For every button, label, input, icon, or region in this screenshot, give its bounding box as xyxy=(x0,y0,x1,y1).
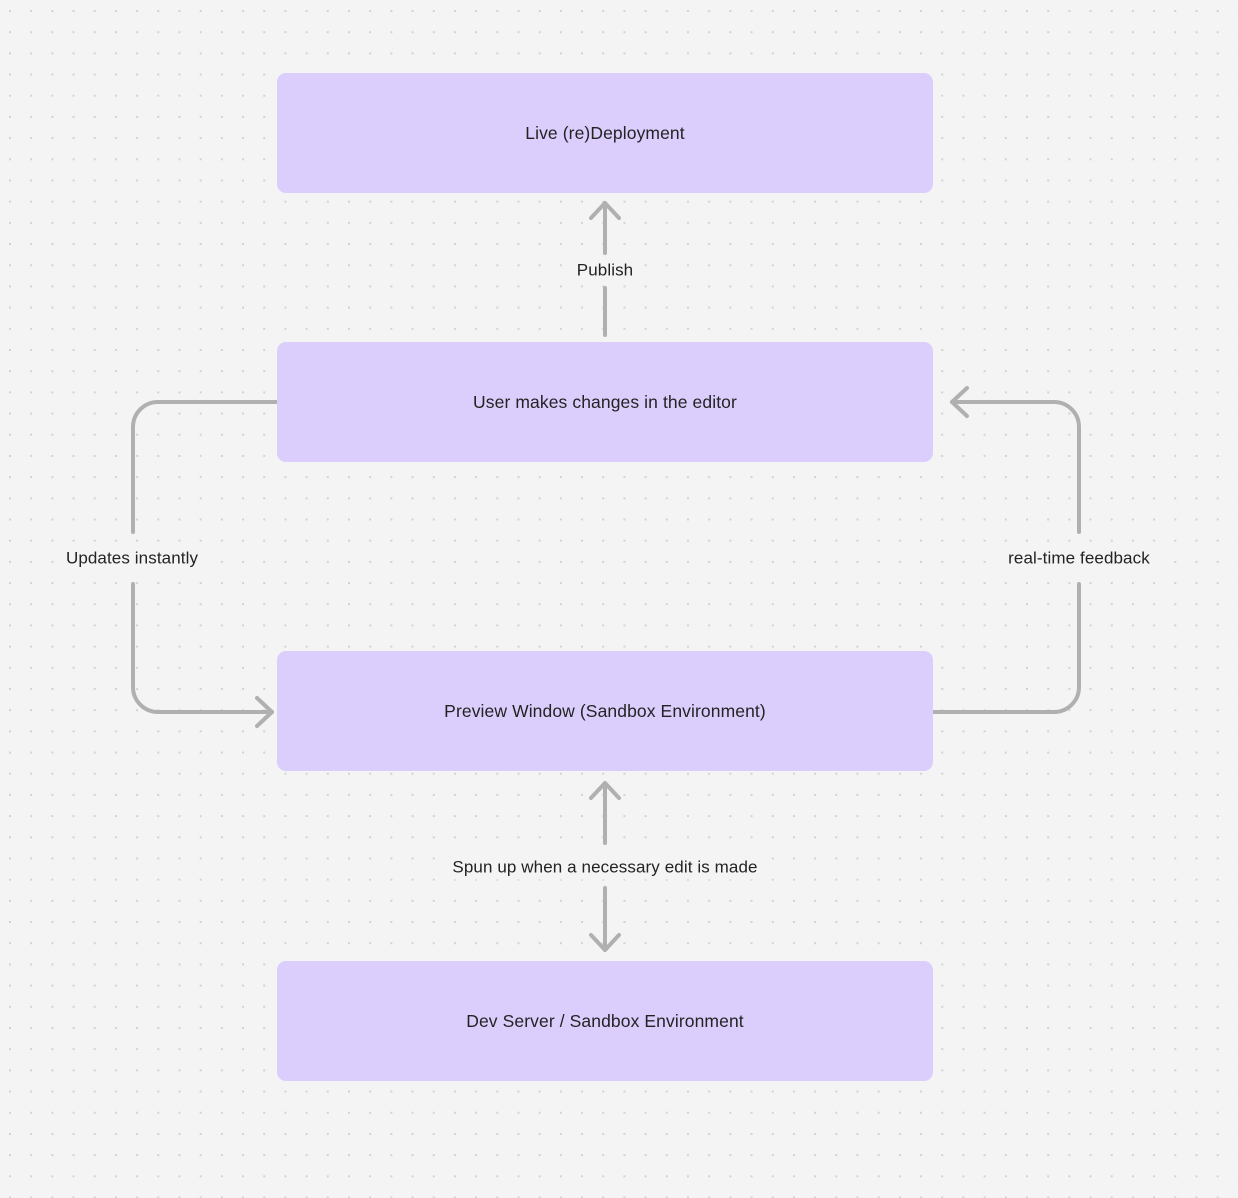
edge-updates-line-upper xyxy=(131,400,279,534)
edge-updates-line-lower xyxy=(131,582,274,714)
edge-realtime-arrowhead-icon xyxy=(950,386,969,418)
node-user-changes-label: User makes changes in the editor xyxy=(473,391,737,412)
node-dev-server[interactable]: Dev Server / Sandbox Environment xyxy=(277,961,933,1081)
edge-spun-up-arrowhead-up-icon xyxy=(589,781,621,800)
node-dev-server-label: Dev Server / Sandbox Environment xyxy=(466,1010,744,1031)
node-preview-window[interactable]: Preview Window (Sandbox Environment) xyxy=(277,651,933,771)
edge-publish-arrowhead-icon xyxy=(589,201,621,220)
edge-label-updates-instantly: Updates instantly xyxy=(59,545,205,571)
node-live-deployment-label: Live (re)Deployment xyxy=(525,122,685,143)
node-user-changes[interactable]: User makes changes in the editor xyxy=(277,342,933,462)
edge-label-spun-up: Spun up when a necessary edit is made xyxy=(446,854,764,880)
node-live-deployment[interactable]: Live (re)Deployment xyxy=(277,73,933,193)
edge-updates-arrowhead-icon xyxy=(255,696,274,728)
node-preview-window-label: Preview Window (Sandbox Environment) xyxy=(444,700,766,721)
edge-realtime-line-lower xyxy=(931,582,1081,714)
edge-label-publish: Publish xyxy=(570,257,640,283)
edge-label-realtime-feedback: real-time feedback xyxy=(1002,545,1156,571)
edge-spun-up-arrowhead-down-icon xyxy=(589,933,621,952)
edge-realtime-line-upper xyxy=(950,400,1081,534)
